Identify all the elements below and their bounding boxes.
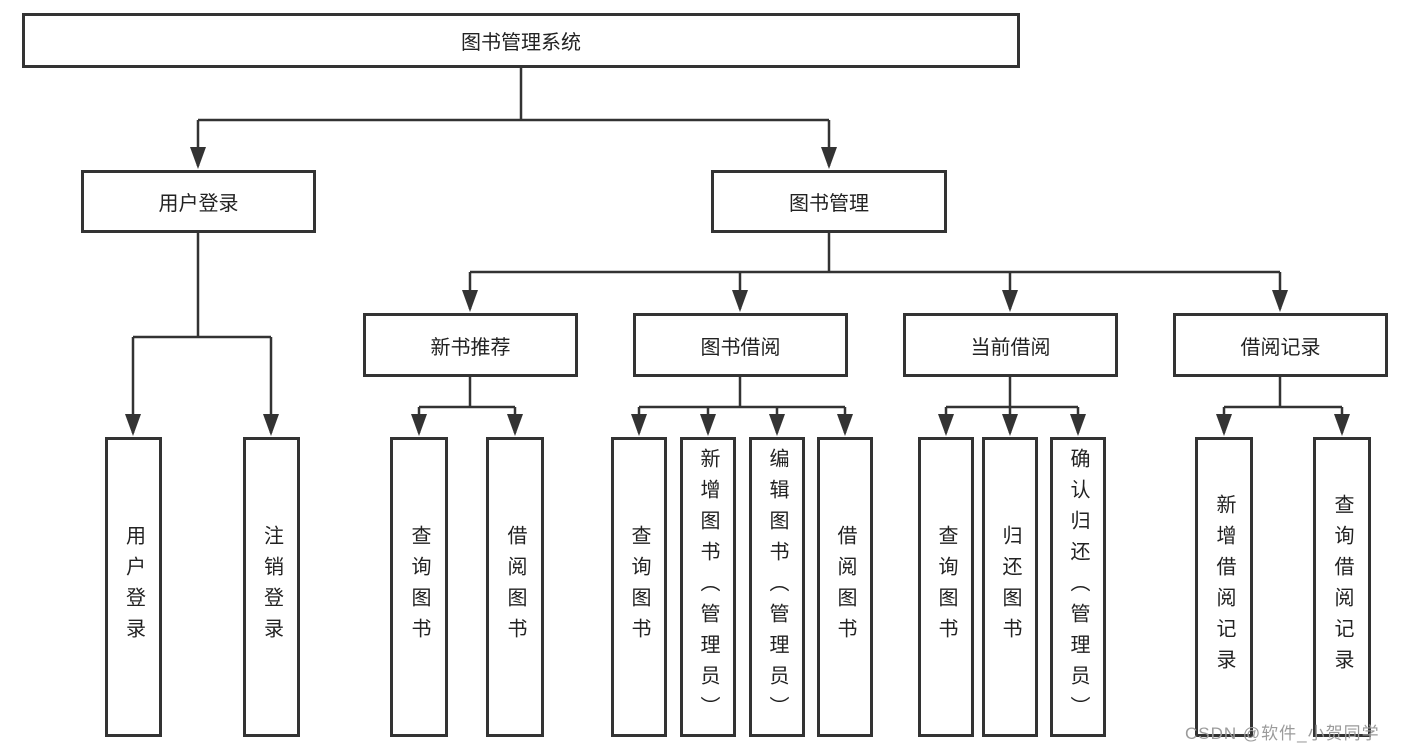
- node-label: 用户登录: [158, 193, 239, 215]
- node-new-book-recommend: 新书推荐: [363, 313, 578, 377]
- leaf-query-books-borrowing: 查询图书: [611, 437, 667, 737]
- leaf-label: 借阅图书: [834, 525, 856, 649]
- leaf-add-borrow-record: 新增借阅记录: [1195, 437, 1253, 737]
- leaf-label: 查询图书: [408, 525, 430, 649]
- leaf-logout: 注销登录: [243, 437, 300, 737]
- leaf-label: 编辑图书（管理员）: [766, 447, 788, 727]
- leaf-label: 归还图书: [999, 525, 1021, 649]
- leaf-query-books-current: 查询图书: [918, 437, 974, 737]
- node-label: 当前借阅: [970, 336, 1051, 359]
- leaf-label: 新增借阅记录: [1213, 494, 1235, 680]
- leaf-borrow-books-recommend: 借阅图书: [486, 437, 544, 737]
- leaf-edit-book-admin: 编辑图书（管理员）: [749, 437, 805, 737]
- node-label: 图书借阅: [700, 336, 781, 359]
- node-book-borrowing: 图书借阅: [633, 313, 848, 377]
- watermark-text: CSDN @软件_小贺同学: [1185, 724, 1380, 743]
- leaf-borrow-books-borrowing: 借阅图书: [817, 437, 873, 737]
- node-user-login: 用户登录: [81, 170, 316, 233]
- leaf-query-books-recommend: 查询图书: [390, 437, 448, 737]
- node-current-borrowing: 当前借阅: [903, 313, 1118, 377]
- leaf-return-books: 归还图书: [982, 437, 1038, 737]
- leaf-label: 查询图书: [935, 525, 957, 649]
- leaf-label: 查询图书: [628, 525, 650, 649]
- leaf-label: 用户登录: [122, 525, 145, 649]
- leaf-label: 新增图书（管理员）: [697, 447, 719, 727]
- leaf-label: 借阅图书: [504, 525, 526, 649]
- node-book-management: 图书管理: [711, 170, 947, 233]
- leaf-confirm-return-admin: 确认归还（管理员）: [1050, 437, 1106, 737]
- leaf-add-book-admin: 新增图书（管理员）: [680, 437, 736, 737]
- node-label: 图书管理系统: [461, 32, 581, 54]
- node-label: 借阅记录: [1240, 336, 1321, 359]
- leaf-label: 确认归还（管理员）: [1067, 447, 1089, 727]
- node-label: 图书管理: [789, 193, 869, 215]
- leaf-label: 注销登录: [260, 525, 283, 649]
- leaf-label: 查询借阅记录: [1331, 494, 1353, 680]
- leaf-user-login: 用户登录: [105, 437, 162, 737]
- node-borrowing-records: 借阅记录: [1173, 313, 1388, 377]
- arrowhead-icons: [125, 147, 1350, 436]
- leaf-query-borrow-record: 查询借阅记录: [1313, 437, 1371, 737]
- node-label: 新书推荐: [430, 336, 511, 359]
- node-library-system: 图书管理系统: [22, 13, 1020, 68]
